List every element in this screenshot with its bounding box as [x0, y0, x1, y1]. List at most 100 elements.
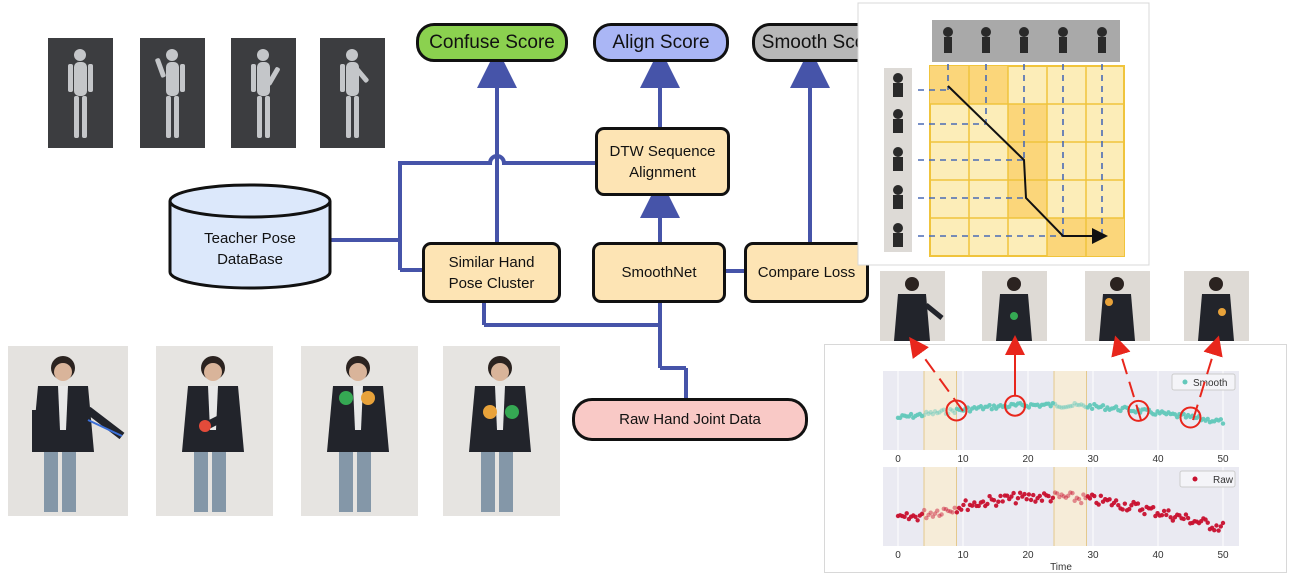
- raw-point: [1151, 504, 1156, 510]
- smooth-point: [932, 409, 938, 414]
- raw-point: [1022, 491, 1027, 497]
- raw-point: [1000, 499, 1005, 504]
- raw-point: [1037, 493, 1042, 499]
- raw-point: [1212, 528, 1217, 533]
- raw-point: [996, 499, 1001, 504]
- dtw-label-line1: DTW Sequence: [609, 142, 716, 160]
- smoothnet-block: SmoothNet: [592, 242, 726, 303]
- raw-point: [1113, 498, 1119, 503]
- raw-point: [998, 493, 1003, 499]
- cluster-label-line2: Pose Cluster: [448, 274, 535, 292]
- raw-point: [932, 511, 938, 516]
- mannequin-image-3: [231, 38, 296, 148]
- smooth-point: [948, 407, 953, 412]
- dtw-cost-grid: [918, 64, 1125, 257]
- mannequin-image-1: [48, 38, 113, 148]
- raw-point: [1159, 513, 1165, 518]
- x-tick-label: 0: [895, 550, 901, 561]
- raw-point: [1050, 495, 1056, 501]
- raw-point: [1142, 511, 1147, 517]
- raw-point: [1076, 496, 1082, 502]
- smooth-point: [1087, 403, 1093, 408]
- x-tick-label: 30: [1087, 550, 1099, 561]
- dtw-label-line2: Alignment: [629, 163, 696, 181]
- raw-point: [1074, 495, 1080, 501]
- raw-point: [939, 512, 944, 517]
- raw-point: [993, 503, 999, 508]
- raw-point: [1052, 490, 1058, 495]
- smooth-legend-marker: [1182, 379, 1188, 385]
- raw-point: [1216, 528, 1221, 533]
- student-photo-3: [301, 346, 418, 516]
- x-tick-label: 10: [957, 550, 969, 561]
- reference-frame-strip: [932, 20, 1120, 62]
- x-tick-label: 40: [1152, 550, 1164, 561]
- raw-point: [1028, 497, 1034, 503]
- smooth-point: [928, 410, 933, 415]
- time-axis-label: Time: [1050, 562, 1072, 573]
- raw-point: [1033, 499, 1038, 504]
- raw-legend: Raw: [1179, 470, 1236, 488]
- smooth-point: [908, 411, 914, 417]
- raw-point: [1205, 520, 1210, 525]
- smooth-point: [1055, 404, 1060, 409]
- mannequin-image-4: [320, 38, 385, 148]
- raw-point: [1087, 496, 1093, 501]
- raw-point: [1015, 496, 1021, 501]
- raw-point: [1057, 494, 1062, 500]
- smooth-point: [1050, 400, 1056, 406]
- raw-hand-joint-data-block: Raw Hand Joint Data: [572, 398, 808, 441]
- highlight-circle-2: [1004, 394, 1026, 417]
- raw-point: [926, 512, 931, 518]
- raw-point: [1214, 523, 1219, 528]
- raw-point: [924, 515, 929, 521]
- selected-frame-1: [880, 271, 945, 341]
- line-db-to-dtw: [398, 154, 595, 240]
- database-label-line2: DataBase: [217, 251, 283, 268]
- student-photo-2: [156, 346, 273, 516]
- raw-point: [945, 508, 951, 514]
- raw-point: [1181, 516, 1186, 522]
- raw-point: [1183, 512, 1189, 517]
- raw-point: [965, 507, 970, 513]
- smooth-point: [1081, 403, 1086, 408]
- smooth-legend: Smooth: [1171, 373, 1236, 391]
- smooth-point: [1153, 412, 1158, 417]
- x-tick-label: 50: [1217, 550, 1229, 561]
- raw-point: [1011, 490, 1016, 496]
- smooth-point: [941, 407, 947, 412]
- raw-point: [1140, 507, 1145, 512]
- smooth-point: [1048, 404, 1053, 409]
- raw-point: [937, 513, 942, 519]
- raw-point: [1107, 497, 1112, 502]
- smooth-point: [1026, 405, 1032, 410]
- raw-point: [1168, 515, 1173, 520]
- raw-legend-marker: [1192, 476, 1198, 482]
- raw-point: [1039, 498, 1045, 503]
- raw-point: [930, 514, 936, 519]
- raw-point: [1017, 490, 1023, 495]
- smooth-point: [930, 411, 936, 417]
- smooth-point: [987, 402, 992, 408]
- raw-point: [1072, 498, 1077, 503]
- raw-point: [1059, 492, 1064, 497]
- smoothnet-label: SmoothNet: [621, 264, 697, 281]
- raw-point: [1081, 492, 1086, 497]
- raw-point: [919, 511, 925, 517]
- selected-frame-3: [1085, 271, 1150, 341]
- red-arrow-3: [1111, 335, 1142, 421]
- similar-hand-pose-cluster-block: Similar Hand Pose Cluster: [422, 242, 561, 303]
- highlight-circle-3: [1127, 399, 1150, 422]
- raw-point: [948, 509, 953, 514]
- raw-point: [969, 503, 975, 508]
- cluster-label-line1: Similar Hand: [448, 253, 535, 271]
- raw-point: [1098, 493, 1104, 499]
- x-tick-label: 20: [1022, 454, 1034, 465]
- smooth-point: [1089, 406, 1095, 412]
- raw-point: [1166, 508, 1171, 513]
- red-arrow-4: [1192, 335, 1223, 421]
- raw-point: [1127, 506, 1132, 512]
